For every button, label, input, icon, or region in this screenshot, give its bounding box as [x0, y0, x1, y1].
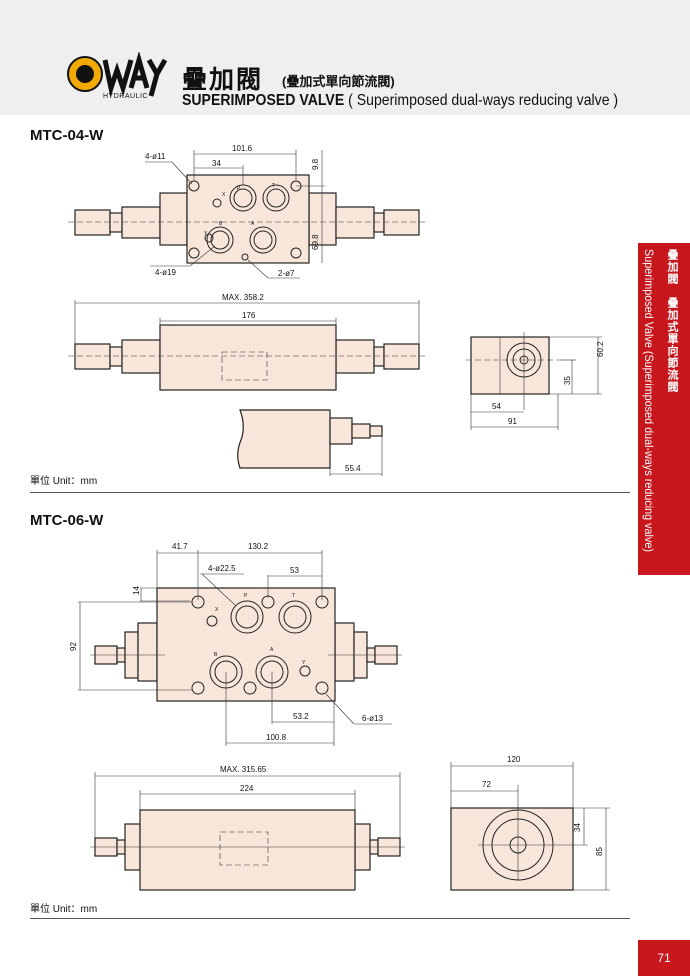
svg-text:X: X: [215, 607, 219, 613]
svg-text:224: 224: [240, 784, 254, 793]
svg-text:MAX. 358.2: MAX. 358.2: [222, 293, 264, 302]
svg-text:Y: Y: [302, 660, 306, 666]
title-english: SUPERIMPOSED VALVE ( Superimposed dual-w…: [182, 92, 618, 110]
mtc-06-top-view: P T X Y B A 41.7 130.2 53 4-ø22.5 14 92 …: [69, 542, 402, 746]
side-tab-english: Superimposed Valve (Superimposed dual-wa…: [642, 249, 656, 552]
svg-text:34: 34: [212, 159, 221, 168]
divider: [30, 918, 630, 919]
title-english-main: SUPERIMPOSED VALVE: [182, 92, 345, 109]
svg-text:MAX. 315.65: MAX. 315.65: [220, 765, 267, 774]
svg-text:85: 85: [595, 847, 604, 856]
svg-text:Y: Y: [204, 231, 208, 237]
svg-text:60.2: 60.2: [596, 341, 605, 357]
svg-text:4-ø19: 4-ø19: [155, 268, 176, 277]
svg-text:A: A: [270, 647, 274, 653]
svg-text:4-ø11: 4-ø11: [145, 152, 166, 161]
svg-text:35: 35: [563, 376, 572, 385]
svg-text:P: P: [237, 186, 241, 192]
svg-text:91: 91: [508, 417, 517, 426]
svg-text:53: 53: [290, 566, 299, 575]
page-number: 71: [638, 940, 690, 976]
way-hydraulic-logo: HYDRAULIC: [67, 52, 168, 100]
svg-text:41.7: 41.7: [172, 542, 188, 551]
divider: [30, 492, 630, 493]
svg-text:69.8: 69.8: [311, 234, 320, 250]
svg-text:130.2: 130.2: [248, 542, 269, 551]
mtc-04-top-view: P T X Y B A 101.6 34 9.8 69.8 4-ø11 4-ø1…: [68, 144, 425, 279]
svg-text:55.4: 55.4: [345, 464, 361, 473]
svg-text:T: T: [272, 183, 275, 189]
svg-text:53.2: 53.2: [293, 712, 309, 721]
title-english-sub: ( Superimposed dual-ways reducing valve …: [348, 92, 619, 109]
svg-text:34: 34: [573, 823, 582, 832]
title-chinese: 疊加閥: [182, 66, 264, 94]
mtc-06-side-view: MAX. 315.65 224: [90, 765, 405, 891]
svg-text:B: B: [214, 652, 218, 658]
svg-text:T: T: [292, 593, 295, 599]
section-title-mtc-04-w: MTC-04-W: [30, 127, 104, 144]
svg-text:P: P: [244, 593, 248, 599]
svg-text:100.8: 100.8: [266, 733, 287, 742]
mtc-06-end-view: 120 72 34 85: [450, 755, 610, 891]
svg-text:120: 120: [507, 755, 521, 764]
svg-text:4-ø22.5: 4-ø22.5: [208, 564, 236, 573]
svg-text:HYDRAULIC: HYDRAULIC: [103, 93, 148, 100]
svg-text:9.8: 9.8: [311, 158, 320, 170]
mtc-04-end-view: 60.2 35 54 91: [466, 332, 605, 430]
svg-text:X: X: [222, 192, 226, 198]
svg-text:176: 176: [242, 311, 256, 320]
section-title-mtc-06-w: MTC-06-W: [30, 512, 104, 529]
svg-text:14: 14: [132, 586, 141, 595]
svg-text:B: B: [219, 221, 223, 227]
mtc-04-side-view: MAX. 358.2 176 55.4: [68, 293, 425, 476]
title-chinese-sub: (疊加式單向節流閥): [282, 74, 395, 89]
side-tab-chinese: 疊加閥 疊加式單向節流閥: [666, 249, 678, 393]
svg-text:A: A: [251, 221, 255, 227]
svg-text:54: 54: [492, 402, 501, 411]
side-tab: 疊加閥 疊加式單向節流閥 Superimposed Valve (Superim…: [638, 243, 690, 575]
unit-label: 單位 Unit：mm: [30, 904, 98, 915]
svg-text:2-ø7: 2-ø7: [278, 269, 295, 278]
svg-text:92: 92: [69, 642, 78, 651]
page-header: HYDRAULIC 疊加閥 (疊加式單向節流閥) SUPERIMPOSED VA…: [0, 0, 690, 115]
svg-text:6-ø13: 6-ø13: [362, 714, 383, 723]
unit-label: 單位 Unit：mm: [30, 476, 98, 487]
svg-text:72: 72: [482, 780, 491, 789]
svg-text:101.6: 101.6: [232, 144, 253, 153]
